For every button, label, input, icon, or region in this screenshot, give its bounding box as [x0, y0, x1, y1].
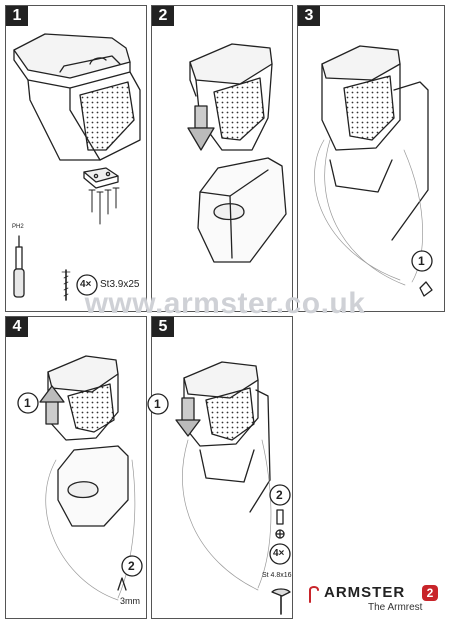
mounting-bracket-icon [83, 167, 119, 189]
screw-spec: St3.9x25 [100, 279, 140, 290]
step-1-number: 1 [6, 6, 28, 26]
screw-count: 4× [80, 279, 92, 290]
brand-name: ARMSTER [324, 584, 406, 601]
step-4-substep-up-circle [17, 392, 39, 414]
quantity-circle [76, 274, 98, 296]
armrest-unit-icon [321, 45, 429, 241]
step-5-substep-down-circle [147, 393, 169, 415]
drill-size: 3mm [120, 596, 140, 606]
step-5-substep-screw-label: 2 [276, 488, 283, 502]
brand-block: ARMSTER 2 The Armrest [302, 582, 448, 620]
step-4-substep-drill-circle [121, 555, 143, 577]
car-console-icon [57, 445, 129, 527]
step-5-quantity-circle [269, 543, 291, 565]
step-5-substep-down-label: 1 [154, 397, 161, 411]
armrest-unit-icon [39, 355, 119, 441]
step-2-number: 2 [152, 6, 174, 26]
armrest-unit-icon [175, 361, 271, 513]
drill-icon [117, 577, 127, 591]
step-3-substep-circle [411, 250, 433, 272]
screw-icon [88, 187, 120, 225]
step-4-number: 4 [6, 317, 28, 337]
step-5-screw-count: 4× [273, 548, 285, 559]
step-5-screw-spec: St 4.8x16 [262, 572, 292, 579]
screwdriver-icon [13, 235, 25, 298]
armster-logo-icon [309, 586, 319, 603]
watermark: www.armster.co.uk [84, 287, 366, 320]
step-5-number: 5 [152, 317, 174, 337]
step-5-substep-screw-circle [269, 484, 291, 506]
screw-icon [275, 509, 285, 539]
brand-badge: 2 [422, 585, 438, 601]
car-console-icon [314, 139, 423, 286]
clip-icon [419, 281, 433, 297]
car-console-icon [197, 157, 287, 263]
armrest-unit-icon [187, 43, 273, 151]
brand-tagline: The Armrest [368, 602, 423, 613]
step-3-number: 3 [298, 6, 320, 26]
step-3-substep-label: 1 [418, 254, 425, 268]
step-4-substep-up-label: 1 [24, 396, 31, 410]
screw-icon [271, 588, 291, 615]
screw-icon [61, 269, 71, 301]
armrest-unit-icon [13, 33, 141, 161]
step-4-substep-drill-label: 2 [128, 559, 135, 573]
tool-caption: PH2 [12, 224, 24, 230]
